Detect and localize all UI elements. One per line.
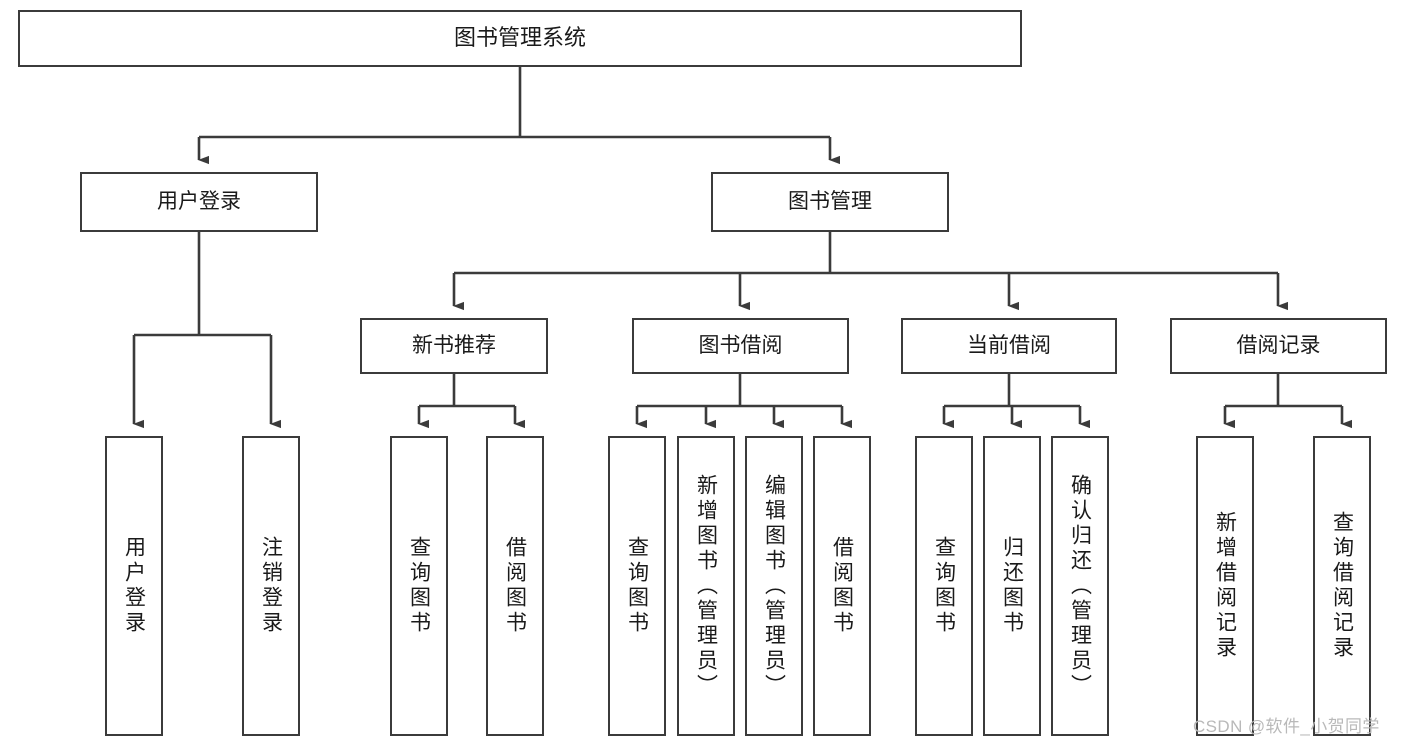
leaf-add-book-admin-label: 新增图书（管理员） (694, 473, 718, 699)
leaf-add-borrow-record-label: 新增借阅记录 (1213, 511, 1237, 661)
leaf-confirm-return-admin-label: 确认归还（管理员） (1068, 473, 1092, 699)
node-root[interactable]: 图书管理系统 (18, 10, 1022, 67)
leaf-user-logout[interactable]: 注销登录 (242, 436, 300, 736)
node-user-login[interactable]: 用户登录 (80, 172, 318, 232)
node-new-book-recommend-label: 新书推荐 (412, 334, 496, 358)
node-new-book-recommend[interactable]: 新书推荐 (360, 318, 548, 374)
leaf-add-book-admin[interactable]: 新增图书（管理员） (677, 436, 735, 736)
leaf-query-borrow-record-label: 查询借阅记录 (1330, 511, 1354, 661)
node-book-management-label: 图书管理 (788, 190, 872, 214)
node-current-borrow-label: 当前借阅 (967, 334, 1051, 358)
leaf-current-query-book-label: 查询图书 (932, 536, 956, 636)
node-book-management[interactable]: 图书管理 (711, 172, 949, 232)
node-book-borrow-label: 图书借阅 (698, 334, 783, 358)
leaf-user-login[interactable]: 用户登录 (105, 436, 163, 736)
leaf-borrow-book-label: 借阅图书 (830, 536, 854, 636)
leaf-new-book-query[interactable]: 查询图书 (390, 436, 448, 736)
node-root-label: 图书管理系统 (453, 25, 586, 51)
leaf-user-login-label: 用户登录 (122, 536, 146, 636)
leaf-new-book-borrow[interactable]: 借阅图书 (486, 436, 544, 736)
leaf-borrow-query-book[interactable]: 查询图书 (608, 436, 666, 736)
leaf-confirm-return-admin[interactable]: 确认归还（管理员） (1051, 436, 1109, 736)
leaf-edit-book-admin-label: 编辑图书（管理员） (762, 473, 786, 699)
leaf-return-book-label: 归还图书 (1000, 536, 1024, 636)
leaf-current-query-book[interactable]: 查询图书 (915, 436, 973, 736)
node-book-borrow[interactable]: 图书借阅 (632, 318, 849, 374)
leaf-borrow-query-book-label: 查询图书 (625, 536, 649, 636)
leaf-add-borrow-record[interactable]: 新增借阅记录 (1196, 436, 1254, 736)
node-borrow-record[interactable]: 借阅记录 (1170, 318, 1387, 374)
leaf-return-book[interactable]: 归还图书 (983, 436, 1041, 736)
node-user-login-label: 用户登录 (157, 190, 241, 214)
node-current-borrow[interactable]: 当前借阅 (901, 318, 1117, 374)
leaf-new-book-query-label: 查询图书 (407, 536, 431, 636)
leaf-edit-book-admin[interactable]: 编辑图书（管理员） (745, 436, 803, 736)
leaf-query-borrow-record[interactable]: 查询借阅记录 (1313, 436, 1371, 736)
leaf-borrow-book[interactable]: 借阅图书 (813, 436, 871, 736)
leaf-new-book-borrow-label: 借阅图书 (503, 536, 527, 636)
leaf-user-logout-label: 注销登录 (259, 536, 283, 636)
node-borrow-record-label: 借阅记录 (1236, 334, 1321, 358)
